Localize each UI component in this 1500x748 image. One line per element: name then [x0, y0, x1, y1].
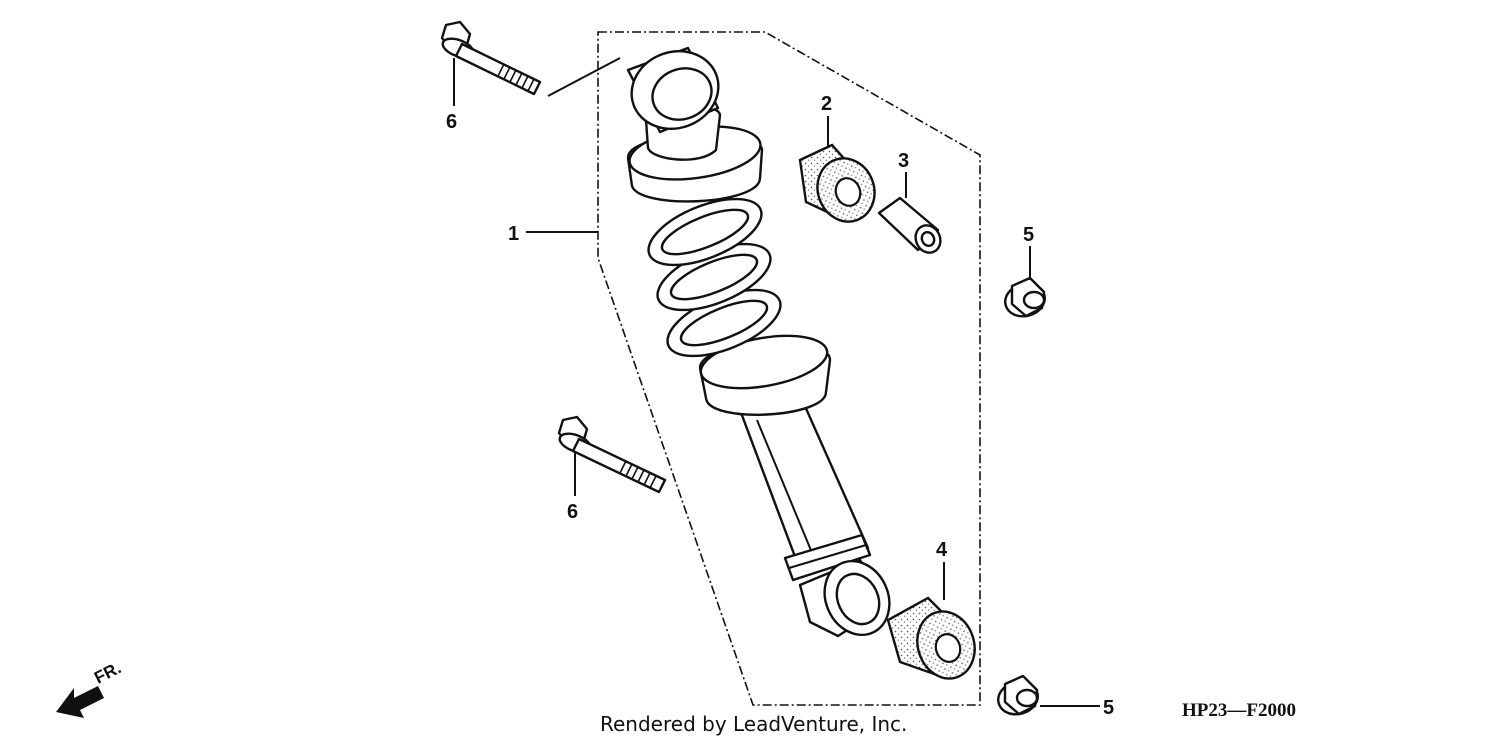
callout-5-upper: 5 [1023, 224, 1034, 246]
bushing-icon[interactable] [798, 143, 883, 230]
direction-label: FR. [91, 658, 124, 687]
leader-lines [453, 57, 1100, 707]
flange-bolt-icon[interactable] [557, 415, 667, 494]
assembly-boundary [597, 31, 981, 706]
callout-1: 1 [508, 223, 519, 245]
front-arrow-icon: FR. [56, 658, 124, 718]
collar-icon[interactable] [877, 196, 945, 257]
flange-bolt-icon[interactable] [440, 20, 542, 96]
callout-2: 2 [821, 93, 832, 115]
bushing-icon[interactable] [886, 596, 983, 686]
callout-4: 4 [936, 539, 948, 561]
diagram-code: HP23—F2000 [1182, 700, 1296, 721]
flange-nut-icon[interactable] [995, 674, 1042, 719]
callout-6-upper: 6 [446, 111, 457, 133]
flange-nut-icon[interactable] [1002, 276, 1049, 321]
callout-6-lower: 6 [567, 501, 578, 523]
callout-5-lower: 5 [1103, 697, 1114, 719]
callout-3: 3 [898, 150, 909, 172]
render-credit: Rendered by LeadVenture, Inc. [600, 712, 907, 736]
shock-absorber-icon[interactable] [621, 39, 901, 645]
